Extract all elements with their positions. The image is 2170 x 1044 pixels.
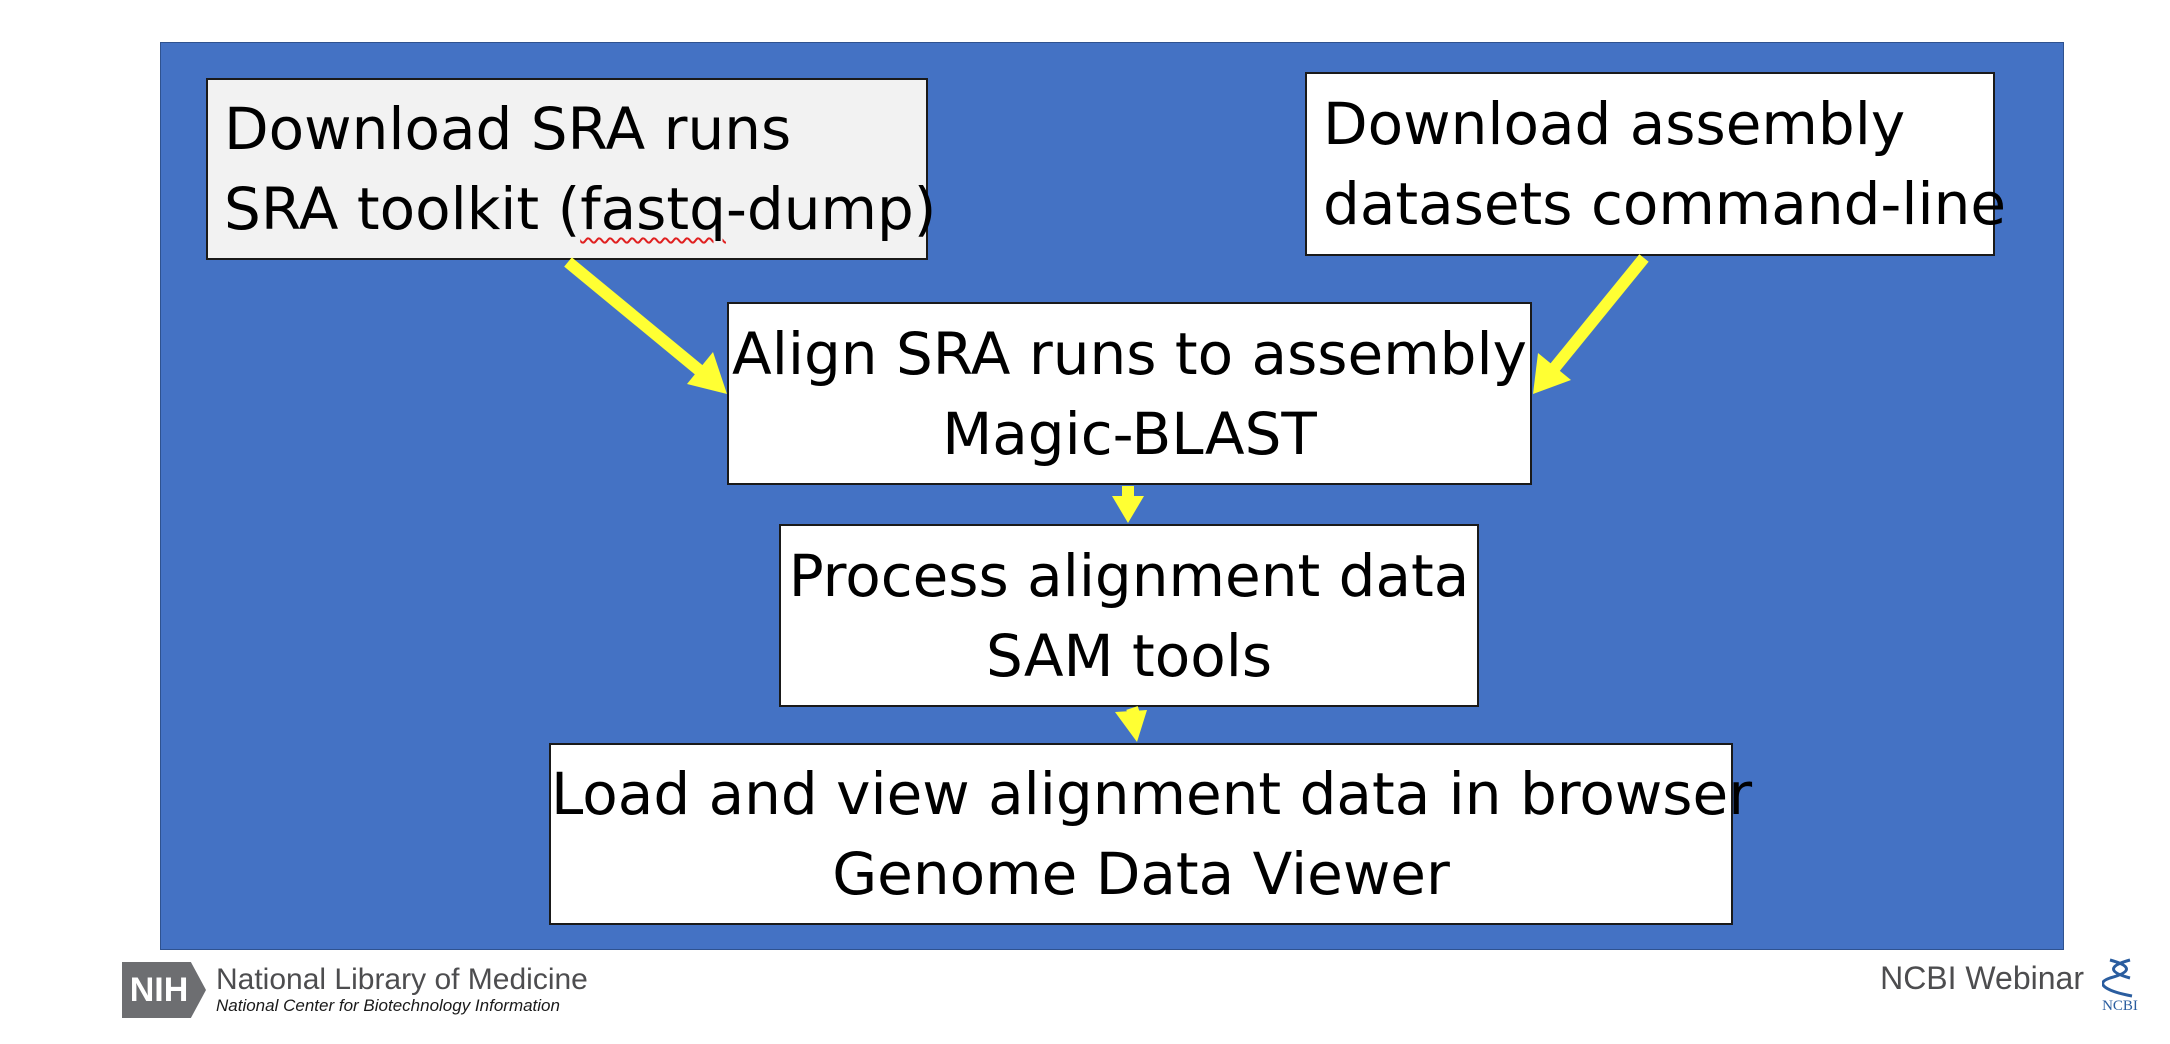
step-align-line-1: Align SRA runs to assembly [732,319,1527,388]
step-process: Process alignment data SAM tools [779,524,1479,707]
step-download-assembly-line-2: datasets command-line [1323,170,2007,238]
step-load-view-line-2: Genome Data Viewer [832,840,1450,908]
nlm-branding: NIH National Library of Medicine Nationa… [122,962,588,1018]
step-align: Align SRA runs to assembly Magic-BLAST [727,302,1532,485]
step-process-line-2: SAM tools [985,621,1273,690]
dna-helix-icon [2102,958,2133,998]
nlm-subtitle: National Center for Biotechnology Inform… [216,996,560,1015]
step-download-sra-line-2a: SRA toolkit ( [224,175,581,243]
step-download-sra: Download SRA runs SRA toolkit (fastq-dum… [206,78,936,260]
step-download-sra-line-2: SRA toolkit (fastq-dump) [224,169,936,249]
step-download-assembly-line-1: Download assembly [1323,90,1906,158]
step-download-sra-line-2c: -dump) [725,175,937,243]
ncbi-webinar-branding: NCBI Webinar NCBI [1880,956,2142,1015]
step-load-view-line-1: Load and view alignment data in browser [551,760,1753,828]
step-download-sra-line-1: Download SRA runs [224,95,792,163]
step-align-line-2: Magic-BLAST [942,399,1317,468]
step-download-assembly: Download assembly datasets command-line [1305,72,2007,256]
nlm-title: National Library of Medicine [216,963,588,996]
step-load-view: Load and view alignment data in browser … [549,743,1753,925]
ncbi-logo-text: NCBI [2102,998,2138,1014]
ncbi-logo: NCBI [2098,956,2142,1015]
nih-logo: NIH [122,962,206,1018]
spellcheck-word: fastq [580,175,726,243]
step-process-line-1: Process alignment data [788,541,1470,610]
webinar-label: NCBI Webinar [1880,960,2084,996]
nlm-text-block: National Library of Medicine National Ce… [216,964,588,1016]
